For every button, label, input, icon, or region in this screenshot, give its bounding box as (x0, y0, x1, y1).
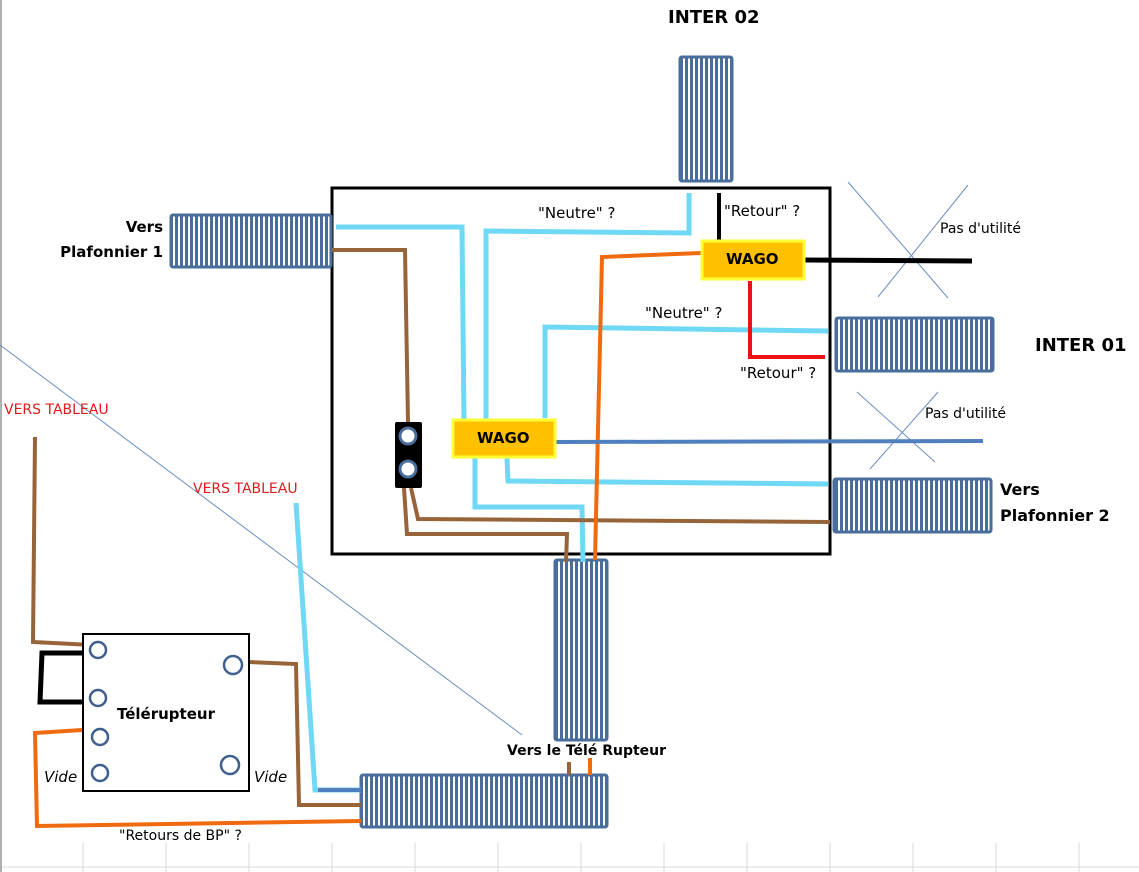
inter01-label: INTER 01 (1035, 335, 1127, 356)
black-wire-unused (804, 257, 973, 264)
telerupteur-terminal-5 (222, 654, 244, 676)
orange-wire-wago-tele (593, 251, 702, 561)
telerupteur-terminal-2 (88, 688, 108, 708)
brown-wire-telerupteur-out (248, 660, 361, 807)
neutral-wire-tableau (293, 502, 361, 793)
cross-mark-top (847, 181, 969, 299)
orange-wire-retours-bp (32, 728, 362, 829)
neutral-wire-plafonnier2 (504, 457, 829, 487)
retours-bp-label: "Retours de BP" ? (119, 828, 242, 844)
diagonal-line (0, 344, 523, 736)
telerupteur-terminal-3 (90, 727, 110, 747)
terminal-hole-2 (398, 459, 418, 479)
telerupteur-box (82, 633, 250, 792)
wago-mid (451, 418, 557, 459)
neutral-wire-inter01 (542, 324, 829, 418)
retour-top-label: "Retour" ? (724, 202, 801, 220)
wago-mid-label: WAGO (477, 429, 530, 447)
black-wire-telerupteur-bridge (37, 650, 85, 705)
brown-wire-plafonnier1 (332, 248, 410, 423)
inter02-label: INTER 02 (668, 7, 760, 28)
plafonnier1-label-line1: Vers (125, 218, 163, 236)
telerupteur-terminal-4 (90, 763, 110, 783)
connector-plafonnier-2 (832, 477, 993, 534)
connector-plafonnier-1 (169, 213, 333, 269)
cross-mark-mid (856, 391, 939, 470)
plafonnier1-label-line2: Plafonnier 1 (60, 243, 163, 261)
plafonnier2-label-line2: Plafonnier 2 (1000, 506, 1110, 525)
retour-mid-label: "Retour" ? (740, 364, 817, 382)
neutre-top-label: "Neutre" ? (538, 204, 616, 222)
telerupteur-label: Télérupteur (117, 705, 215, 723)
vide-right-label: Vide (254, 768, 288, 786)
wago-top (700, 239, 806, 281)
pas-utilite-top-label: Pas d'utilité (940, 221, 1022, 237)
telerupteur-terminal-6 (219, 754, 241, 776)
brown-wire-plafonnier2 (409, 487, 831, 524)
red-wire-retour-inter01 (748, 281, 825, 359)
terminal-hole-1 (398, 426, 418, 446)
connector-inter-02 (678, 55, 734, 183)
vers-tele-rupteur-label: Vers le Télé Rupteur (507, 743, 667, 759)
plafonnier2-label-line1: Vers (1000, 480, 1040, 499)
wago-top-label: WAGO (726, 250, 779, 268)
neutral-wire-plafonnier1 (336, 224, 467, 423)
connector-bottom (359, 773, 609, 829)
neutral-wire-inter02 (483, 193, 692, 422)
brown-wire-tele (402, 487, 570, 563)
brown-wire-tableau (30, 436, 93, 647)
vide-left-label: Vide (44, 768, 78, 786)
neutre-mid-label: "Neutre" ? (645, 304, 723, 322)
connector-inter-01 (834, 316, 995, 373)
blue-wire-unused (554, 439, 984, 444)
vers-tableau-left-label: VERS TABLEAU (4, 402, 109, 418)
connector-vers-telerupteur (553, 558, 609, 742)
pas-utilite-mid-label: Pas d'utilité (925, 406, 1007, 422)
neutral-wire-tele (472, 458, 586, 563)
spreadsheet-grid (0, 843, 1139, 872)
vers-tableau-mid-label: VERS TABLEAU (193, 481, 298, 497)
telerupteur-terminal-1 (88, 640, 108, 660)
